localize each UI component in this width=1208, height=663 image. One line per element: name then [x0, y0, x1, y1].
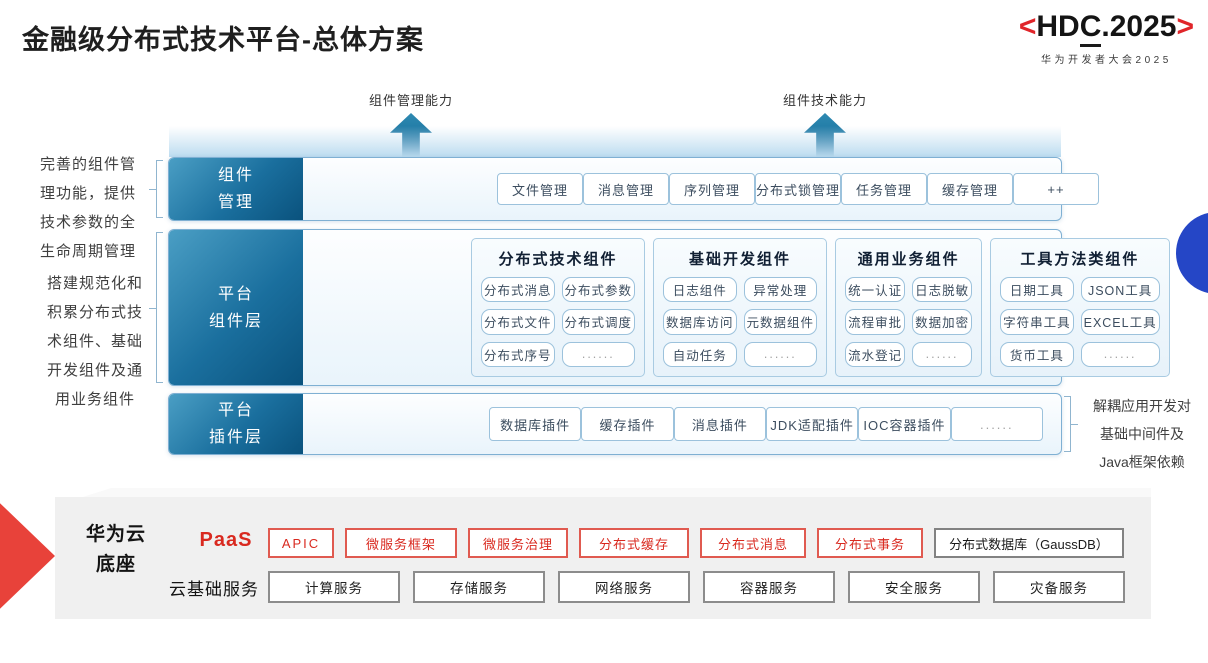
chip-log-masking: 日志脱敏 — [912, 277, 973, 303]
iaas-services-row: 计算服务 存储服务 网络服务 容器服务 安全服务 灾备服务 — [268, 571, 1125, 603]
logo-c-underlined: C — [1079, 10, 1102, 47]
group-grid: 日志组件 异常处理 数据库访问 元数据组件 自动任务 ...... — [663, 277, 818, 367]
chip-network-service: 网络服务 — [558, 571, 690, 603]
glow-band — [169, 126, 1061, 157]
component-management-chips: 文件管理 消息管理 序列管理 分布式锁管理 任务管理 缓存管理 ++ — [471, 158, 1099, 220]
chip-container-service: 容器服务 — [703, 571, 835, 603]
chip-gaussdb: 分布式数据库（GaussDB） — [934, 528, 1124, 558]
chip-data-encryption: 数据加密 — [912, 309, 973, 335]
red-arrow-icon — [0, 503, 55, 609]
chip-log-component: 日志组件 — [663, 277, 737, 303]
logo-year: .2025 — [1101, 10, 1177, 43]
chip-journal-register: 流水登记 — [845, 341, 906, 367]
group-distributed-tech: 分布式技术组件 分布式消息 分布式参数 分布式文件 分布式调度 分布式序号 ..… — [471, 238, 646, 377]
annotation-left-top: 完善的组件管 理功能，提供 技术参数的全 生命周期管理 — [40, 156, 137, 260]
chip-excel-util: EXCEL工具 — [1080, 309, 1160, 335]
page-title: 金融级分布式技术平台-总体方案 — [22, 25, 424, 55]
chip-ioc-container-plugin: IOC容器插件 — [858, 407, 951, 441]
layer-platform-plugins: 平台 插件层 数据库插件 缓存插件 消息插件 JDK适配插件 IOC容器插件 .… — [168, 393, 1062, 455]
group-grid: 统一认证 日志脱敏 流程审批 数据加密 流水登记 ...... — [845, 277, 973, 367]
chip-distributed-message: 分布式消息 — [481, 277, 555, 303]
group-basic-dev: 基础开发组件 日志组件 异常处理 数据库访问 元数据组件 自动任务 ...... — [653, 238, 828, 377]
bracket-left-2 — [149, 232, 163, 383]
chip-metadata-component: 元数据组件 — [743, 309, 818, 335]
hdc-logo-subtitle: 华为开发者大会2025 — [1041, 55, 1172, 66]
layer-label-platform-components: 平台 组件层 — [169, 230, 303, 385]
chip-disaster-recovery-service: 灾备服务 — [993, 571, 1125, 603]
layer-label-platform-plugins: 平台 插件层 — [169, 394, 303, 454]
chip-string-util: 字符串工具 — [1000, 309, 1074, 335]
chip-sequence-mgmt: 序列管理 — [669, 173, 755, 205]
chip-ellipsis: ...... — [561, 341, 636, 367]
chip-exception-handling: 异常处理 — [743, 277, 818, 303]
chip-distributed-transaction: 分布式事务 — [817, 528, 923, 558]
chip-distributed-serial: 分布式序号 — [481, 341, 555, 367]
chip-distributed-file: 分布式文件 — [481, 309, 555, 335]
chip-microservice-governance: 微服务治理 — [468, 528, 568, 558]
group-title: 分布式技术组件 — [498, 251, 618, 268]
component-groups: 分布式技术组件 分布式消息 分布式参数 分布式文件 分布式调度 分布式序号 ..… — [471, 238, 1170, 377]
chip-message-mgmt: 消息管理 — [583, 173, 669, 205]
chip-distributed-cache: 分布式缓存 — [579, 528, 689, 558]
group-title: 基础开发组件 — [689, 251, 792, 268]
chip-task-mgmt: 任务管理 — [841, 173, 927, 205]
arrow-label-tech: 组件技术能力 — [782, 93, 867, 108]
layer-component-management: 组件 管理 文件管理 消息管理 序列管理 分布式锁管理 任务管理 缓存管理 ++ — [168, 157, 1099, 221]
chip-cache-plugin: 缓存插件 — [581, 407, 674, 441]
group-common-business: 通用业务组件 统一认证 日志脱敏 流程审批 数据加密 流水登记 ...... — [835, 238, 983, 377]
chip-ellipsis: ...... — [1080, 341, 1160, 367]
paas-services-row: APIC 微服务框架 微服务治理 分布式缓存 分布式消息 分布式事务 分布式数据… — [268, 528, 1124, 558]
chip-microservice-framework: 微服务框架 — [345, 528, 457, 558]
group-grid: 日期工具 JSON工具 字符串工具 EXCEL工具 货币工具 ...... — [1000, 277, 1160, 367]
chip-apic: APIC — [268, 528, 334, 558]
chip-database-plugin: 数据库插件 — [489, 407, 582, 441]
iaas-label: 云基础服务 — [169, 580, 259, 599]
chip-db-access: 数据库访问 — [663, 309, 737, 335]
logo-right-bracket: > — [1176, 10, 1194, 43]
logo-hd: HD — [1036, 10, 1080, 43]
foundation-top-bevel — [83, 488, 1151, 497]
blue-circle-decoration — [1176, 212, 1208, 294]
chip-unified-auth: 统一认证 — [845, 277, 906, 303]
annotation-right: 解耦应用开发对 基础中间件及 Java框架依赖 — [1093, 398, 1191, 470]
group-title: 工具方法类组件 — [1020, 251, 1140, 268]
group-grid: 分布式消息 分布式参数 分布式文件 分布式调度 分布式序号 ...... — [481, 277, 636, 367]
chip-ellipsis: ...... — [912, 341, 973, 367]
chip-file-mgmt: 文件管理 — [497, 173, 583, 205]
group-utility-methods: 工具方法类组件 日期工具 JSON工具 字符串工具 EXCEL工具 货币工具 .… — [990, 238, 1170, 377]
chip-distributed-param: 分布式参数 — [561, 277, 636, 303]
chip-auto-task: 自动任务 — [663, 341, 737, 367]
chip-message-plugin: 消息插件 — [673, 407, 766, 441]
layer-platform-components: 平台 组件层 分布式技术组件 分布式消息 分布式参数 分布式文件 分布式调度 分… — [168, 229, 1170, 386]
chip-security-service: 安全服务 — [848, 571, 980, 603]
arrow-label-mgmt: 组件管理能力 — [368, 93, 453, 108]
foundation-label: 华为云 底座 — [85, 524, 146, 575]
chip-cache-mgmt: 缓存管理 — [927, 173, 1013, 205]
chip-distributed-lock-mgmt: 分布式锁管理 — [755, 173, 841, 205]
plugin-chips: 数据库插件 缓存插件 消息插件 JDK适配插件 IOC容器插件 ...... — [471, 394, 1061, 454]
chip-workflow-approval: 流程审批 — [845, 309, 906, 335]
annotation-left-bottom: 搭建规范化和 积累分布式技 术组件、基础 开发组件及通 用业务组件 — [46, 275, 143, 408]
chip-date-util: 日期工具 — [1000, 277, 1074, 303]
bracket-right-3 — [1064, 396, 1078, 452]
chip-ellipsis: ...... — [743, 341, 818, 367]
chip-jdk-adapter-plugin: JDK适配插件 — [765, 407, 859, 441]
paas-label: PaaS — [199, 529, 253, 551]
bracket-left-1 — [149, 160, 163, 218]
chip-plus-plus: ++ — [1013, 173, 1099, 205]
chip-currency-util: 货币工具 — [1000, 341, 1074, 367]
chip-json-util: JSON工具 — [1080, 277, 1160, 303]
chip-compute-service: 计算服务 — [268, 571, 400, 603]
chip-ellipsis: ...... — [950, 407, 1043, 441]
chip-distributed-message-paas: 分布式消息 — [700, 528, 806, 558]
chip-distributed-schedule: 分布式调度 — [561, 309, 636, 335]
logo-left-bracket: < — [1018, 10, 1037, 43]
group-title: 通用业务组件 — [857, 251, 960, 268]
chip-storage-service: 存储服务 — [413, 571, 545, 603]
layer-label-component-management: 组件 管理 — [169, 158, 303, 220]
